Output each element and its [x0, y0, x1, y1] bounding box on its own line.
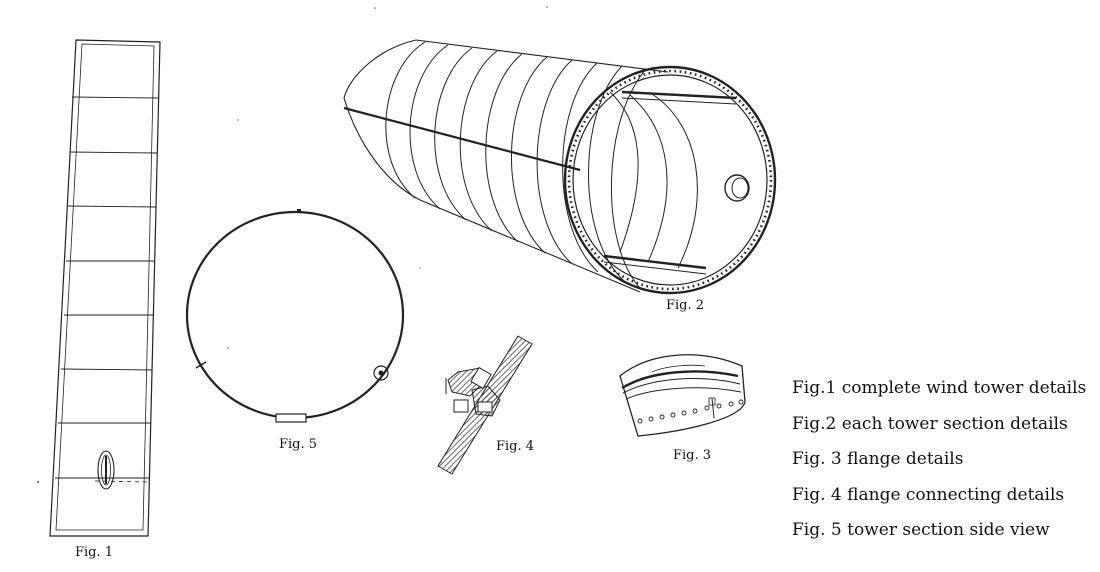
cylinder-end-flange	[563, 65, 777, 295]
tower-inner-outline	[55, 43, 155, 531]
flange-bolt-holes	[637, 399, 744, 424]
cylinder-interior	[603, 90, 737, 275]
legend-item-fig3: Fig. 3 flange details	[792, 449, 964, 469]
fig1-caption: Fig. 1	[75, 545, 114, 560]
tower-outline	[49, 39, 161, 537]
section-ring	[185, 210, 405, 420]
fig2-caption: Fig. 2	[666, 298, 705, 313]
fig3-caption: Fig. 3	[673, 448, 712, 463]
fig4-flange-connection-drawing	[437, 335, 533, 475]
legend-item-fig2: Fig.2 each tower section details	[792, 413, 1068, 434]
fig5-section-drawing	[185, 209, 405, 423]
figure-legend: Fig.1 complete wind tower details Fig.2 …	[792, 371, 1086, 549]
section-door-frame	[275, 413, 307, 423]
section-ladder-point	[373, 365, 389, 381]
cylinder-body	[343, 39, 669, 293]
fig1-tower-drawing	[49, 39, 161, 537]
cylinder-manhole	[724, 174, 750, 202]
fig3-flange-drawing	[619, 354, 746, 437]
cylinder-section-rings	[385, 41, 647, 289]
legend-item-fig4: Fig. 4 flange connecting details	[792, 484, 1065, 505]
flange-segment	[619, 354, 746, 437]
legend-item-fig1: Fig.1 complete wind tower details	[792, 378, 1087, 398]
tower-door	[94, 450, 149, 490]
fig2-cylinder-drawing	[343, 39, 777, 295]
legend-item-fig5: Fig. 5 tower section side view	[792, 520, 1050, 540]
fig5-caption: Fig. 5	[279, 437, 318, 452]
tower-section-joints	[55, 96, 159, 479]
fig4-caption: Fig. 4	[496, 439, 535, 454]
scan-specks	[37, 6, 548, 483]
